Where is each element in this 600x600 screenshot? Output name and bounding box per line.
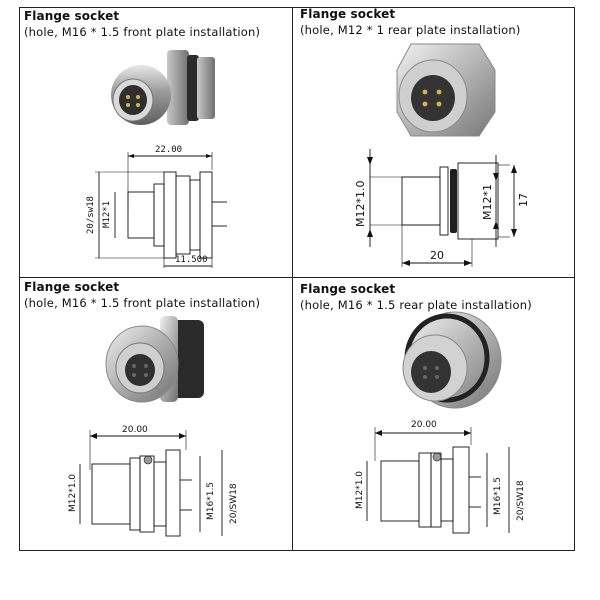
cell-2-dim-bottom: 20	[430, 249, 444, 262]
cell-4-title: Flange socket	[300, 282, 396, 296]
cell-3-technical-drawing: 20.00 M12*1.0 M16*1.5 20/SW18	[68, 425, 239, 537]
cell-3-dim-left: M12*1.0	[68, 474, 78, 512]
cell-2-dim-left: M12*1.0	[354, 181, 367, 227]
cell-3-subtitle: (hole, M16 * 1.5 front plate installatio…	[24, 296, 261, 310]
cell-4-technical-drawing: 20.00 M12*1.0 M16*1.5 20/SW18	[355, 420, 526, 534]
cell-3-connector-photo	[105, 316, 204, 403]
cell-1-header: Flange socket (hole, M16 * 1.5 front pla…	[24, 8, 260, 40]
cell-3-dim-inner: M16*1.5	[206, 482, 216, 520]
cell-2-subtitle: (hole, M12 * 1 rear plate installation)	[300, 23, 521, 37]
cell-1-dim-length: 22.00	[155, 145, 182, 155]
cell-3-dim-length: 20.00	[122, 425, 148, 435]
cell-3-title: Flange socket	[24, 280, 120, 294]
cell-2-title: Flange socket	[300, 7, 396, 21]
cell-1-technical-drawing: 22.00 20/sw18 M12*1 11.500	[86, 145, 227, 268]
cell-2-technical-drawing: M12*1.0 M12*1 17 20	[354, 149, 530, 267]
cell-2-dim-right: 17	[517, 193, 530, 207]
cell-2-dim-inner: M12*1	[481, 184, 494, 220]
cell-4-dim-length: 20.00	[411, 420, 437, 430]
cell-3-header: Flange socket (hole, M16 * 1.5 front pla…	[24, 279, 260, 311]
cell-1-subtitle: (hole, M16 * 1.5 front plate installatio…	[24, 25, 261, 39]
cell-1-title: Flange socket	[24, 9, 120, 23]
cell-1-dim-bottom: 11.500	[175, 255, 208, 265]
cell-4-subtitle: (hole, M16 * 1.5 rear plate installation…	[300, 298, 532, 312]
cell-4-dim-right: 20/SW18	[516, 480, 526, 521]
cell-1-connector-photo	[111, 50, 215, 125]
cell-1-dim-left: 20/sw18	[86, 196, 96, 234]
cell-3-dim-right: 20/SW18	[229, 483, 239, 524]
grid-divider-horizontal	[19, 277, 575, 278]
cell-4-header: Flange socket (hole, M16 * 1.5 rear plat…	[300, 281, 532, 313]
product-grid	[19, 7, 575, 551]
cell-4-connector-photo	[402, 311, 502, 409]
grid-divider-vertical	[292, 7, 293, 551]
cell-4-dim-left: M12*1.0	[355, 471, 365, 509]
cell-4-dim-inner: M16*1.5	[493, 477, 503, 515]
cell-1-dim-inner: M12*1	[102, 201, 112, 228]
cell-2-connector-photo	[396, 43, 496, 137]
cell-2-header: Flange socket (hole, M12 * 1 rear plate …	[300, 6, 521, 38]
